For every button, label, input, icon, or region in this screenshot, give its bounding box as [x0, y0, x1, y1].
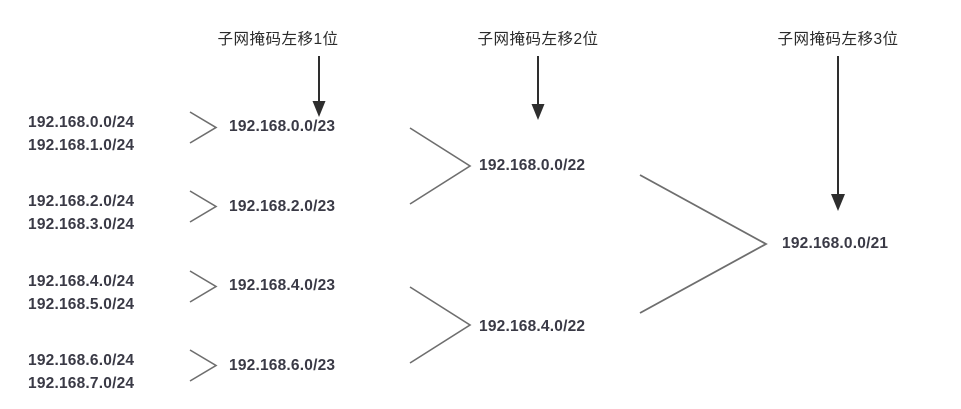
header-shift-2-bits: 子网掩码左移2位: [477, 31, 599, 48]
merge-chevron-7: [639, 174, 768, 314]
network-24-7: 192.168.7.0/24: [28, 375, 135, 392]
network-22-0: 192.168.0.0/22: [479, 157, 586, 174]
header-shift-3-bits: 子网掩码左移3位: [777, 31, 899, 48]
merge-chevron-1: [189, 111, 218, 144]
network-24-0: 192.168.0.0/24: [28, 114, 135, 131]
merge-chevron-6: [409, 286, 472, 364]
network-24-1: 192.168.1.0/24: [28, 137, 135, 154]
merge-chevron-3: [189, 270, 218, 303]
network-24-2: 192.168.2.0/24: [28, 193, 135, 210]
network-23-1: 192.168.2.0/23: [229, 198, 336, 215]
network-24-4: 192.168.4.0/24: [28, 273, 135, 290]
network-24-6: 192.168.6.0/24: [28, 352, 135, 369]
network-23-2: 192.168.4.0/23: [229, 277, 336, 294]
network-21-0: 192.168.0.0/21: [782, 235, 889, 252]
network-23-3: 192.168.6.0/23: [229, 357, 336, 374]
network-24-3: 192.168.3.0/24: [28, 216, 135, 233]
header-shift-1-bit: 子网掩码左移1位: [217, 31, 339, 48]
merge-chevron-2: [189, 190, 218, 223]
arrow-down-icon-2: [531, 56, 545, 120]
arrow-down-icon-3: [831, 56, 845, 211]
network-22-1: 192.168.4.0/22: [479, 318, 586, 335]
merge-chevron-5: [409, 127, 472, 205]
network-24-5: 192.168.5.0/24: [28, 296, 135, 313]
merge-chevron-4: [189, 349, 218, 382]
network-23-0: 192.168.0.0/23: [229, 118, 336, 135]
arrow-down-icon-1: [312, 56, 326, 117]
